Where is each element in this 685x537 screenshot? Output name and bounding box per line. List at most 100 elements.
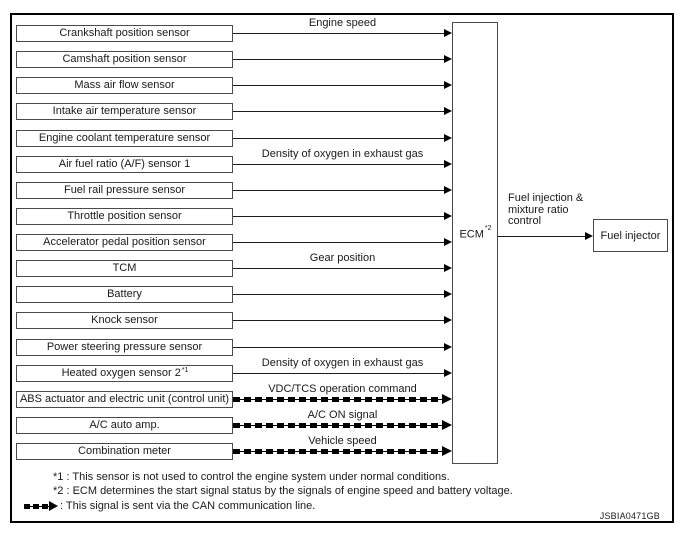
- signal-label: VDC/TCS operation command: [268, 383, 417, 395]
- arrow-shaft: [233, 138, 445, 139]
- sensor-label: Intake air temperature sensor: [52, 105, 197, 117]
- signal-arrow: [233, 260, 452, 277]
- sensor-box: Heated oxygen sensor 2*1: [16, 365, 233, 382]
- arrowhead-icon: [444, 81, 452, 89]
- sensor-label: Accelerator pedal position sensor: [43, 236, 206, 248]
- arrow-shaft: [24, 504, 50, 509]
- signal-label: Density of oxygen in exhaust gas: [261, 357, 424, 369]
- signal-label: Vehicle speed: [308, 435, 377, 447]
- sensor-label: Air fuel ratio (A/F) sensor 1: [58, 158, 191, 170]
- output-arrow: [498, 228, 593, 245]
- arrow-shaft: [233, 320, 445, 321]
- sensor-box: Camshaft position sensor: [16, 51, 233, 68]
- footnote-1: *1 : This sensor is not used to control …: [53, 471, 450, 483]
- signal-arrow: [233, 286, 452, 303]
- arrow-shaft: [233, 59, 445, 60]
- signal-label: A/C ON signal: [307, 409, 378, 421]
- signal-label: Density of oxygen in exhaust gas: [261, 148, 424, 160]
- figure-code: JSBIA0471GB: [599, 511, 660, 521]
- arrow-shaft: [498, 236, 586, 237]
- sensor-label: Engine coolant temperature sensor: [38, 132, 211, 144]
- arrowhead-icon: [444, 160, 452, 168]
- signal-arrow: [233, 51, 452, 68]
- arrowhead-icon: [585, 232, 593, 240]
- sensor-box: Air fuel ratio (A/F) sensor 1: [16, 156, 233, 173]
- sensor-label: Throttle position sensor: [67, 210, 182, 222]
- sensor-box: Engine coolant temperature sensor: [16, 130, 233, 147]
- sensor-label: Mass air flow sensor: [74, 79, 175, 91]
- ecm-box: [452, 22, 498, 464]
- sensor-box: Battery: [16, 286, 233, 303]
- arrow-shaft: [233, 294, 445, 295]
- arrow-shaft: [233, 423, 443, 428]
- arrowhead-icon: [442, 446, 452, 456]
- arrowhead-icon: [444, 134, 452, 142]
- signal-arrow: [233, 182, 452, 199]
- arrowhead-icon: [444, 290, 452, 298]
- sensor-label: ABS actuator and electric unit (control …: [19, 393, 230, 405]
- output-control-label: Fuel injection & mixture ratio control: [508, 192, 584, 227]
- sensor-label: Battery: [107, 288, 142, 300]
- arrow-shaft: [233, 33, 445, 34]
- arrow-shaft: [233, 190, 445, 191]
- sensor-box: Power steering pressure sensor: [16, 339, 233, 356]
- arrowhead-icon: [444, 264, 452, 272]
- sensor-label: Fuel rail pressure sensor: [63, 184, 186, 196]
- can-dashed-arrow-icon: [24, 501, 58, 512]
- sensor-box: ABS actuator and electric unit (control …: [16, 391, 233, 408]
- arrowhead-icon: [444, 343, 452, 351]
- arrowhead-icon: [444, 316, 452, 324]
- sensor-box: Knock sensor: [16, 312, 233, 329]
- arrowhead-icon: [444, 29, 452, 37]
- sensor-label: A/C auto amp.: [89, 419, 160, 431]
- arrowhead-icon: [444, 369, 452, 377]
- can-signal-arrow: [233, 443, 452, 460]
- arrow-shaft: [233, 449, 443, 454]
- sensor-box: Accelerator pedal position sensor: [16, 234, 233, 251]
- can-signal-arrow: [233, 391, 452, 408]
- signal-arrow: [233, 312, 452, 329]
- sensor-label: Knock sensor: [91, 314, 158, 326]
- sensor-label: Combination meter: [78, 445, 171, 457]
- sensor-box: Crankshaft position sensor: [16, 25, 233, 42]
- fuel-injector-box: Fuel injector: [593, 219, 668, 252]
- arrowhead-icon: [444, 212, 452, 220]
- signal-arrow: [233, 208, 452, 225]
- arrow-shaft: [233, 85, 445, 86]
- ecm-label-text: ECM: [459, 228, 484, 241]
- signal-label: Engine speed: [308, 17, 377, 29]
- signal-label: Gear position: [309, 252, 376, 264]
- footnote-2: *2 : ECM determines the start signal sta…: [53, 485, 513, 497]
- sensor-box: A/C auto amp.: [16, 417, 233, 434]
- arrowhead-icon: [49, 501, 58, 511]
- arrow-shaft: [233, 242, 445, 243]
- signal-arrow: [233, 234, 452, 251]
- arrowhead-icon: [444, 107, 452, 115]
- signal-arrow: [233, 25, 452, 42]
- arrowhead-icon: [444, 186, 452, 194]
- diagram-border: [10, 13, 674, 523]
- sensor-label: Crankshaft position sensor: [59, 27, 190, 39]
- sensor-box: Mass air flow sensor: [16, 77, 233, 94]
- sensor-box: Combination meter: [16, 443, 233, 460]
- sensor-box: TCM: [16, 260, 233, 277]
- signal-arrow: [233, 339, 452, 356]
- ecm-label-sup: *2: [484, 225, 492, 232]
- sensor-label: Heated oxygen sensor 2: [61, 367, 181, 379]
- signal-arrow: [233, 130, 452, 147]
- arrow-shaft: [233, 397, 443, 402]
- sensor-label: Power steering pressure sensor: [46, 341, 203, 353]
- signal-arrow: [233, 156, 452, 173]
- footnote-can: : This signal is sent via the CAN commun…: [60, 500, 316, 512]
- signal-arrow: [233, 77, 452, 94]
- sensor-label-sup: *1: [181, 367, 189, 374]
- sensor-box: Intake air temperature sensor: [16, 103, 233, 120]
- signal-arrow: [233, 365, 452, 382]
- sensor-box: Fuel rail pressure sensor: [16, 182, 233, 199]
- arrow-shaft: [233, 347, 445, 348]
- arrowhead-icon: [444, 55, 452, 63]
- arrow-shaft: [233, 216, 445, 217]
- ecm-label: ECM*2: [452, 225, 498, 241]
- arrow-shaft: [233, 373, 445, 374]
